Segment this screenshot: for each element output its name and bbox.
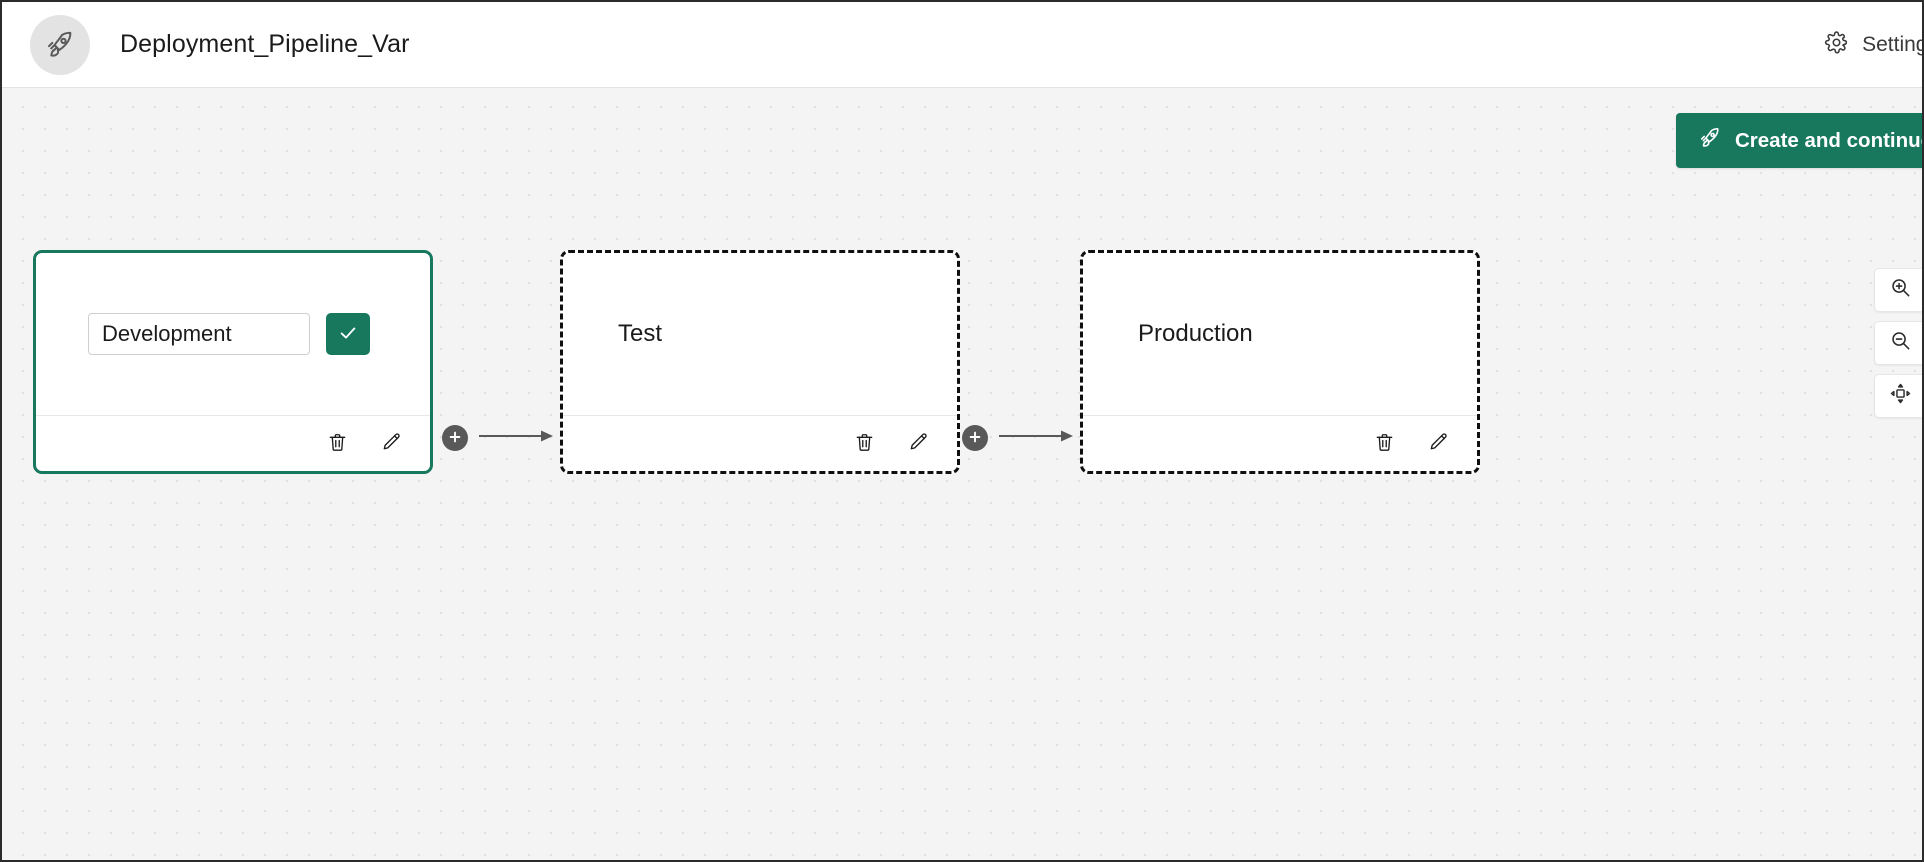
delete-stage-button[interactable] [1371, 431, 1397, 457]
pipeline-node-production[interactable]: Production [1080, 250, 1480, 474]
connector-test-to-production [962, 425, 1075, 451]
arrow-right-icon [999, 428, 1075, 449]
fit-to-screen-button[interactable] [1874, 374, 1922, 418]
create-and-continue-button[interactable]: Create and continue [1676, 113, 1922, 168]
plus-icon [448, 430, 462, 447]
rocket-icon [1698, 126, 1722, 156]
confirm-stage-name-button[interactable] [326, 313, 370, 355]
gear-icon [1824, 30, 1849, 60]
node-footer [36, 415, 430, 471]
stage-name-input[interactable] [88, 313, 310, 355]
node-body: Production [1083, 253, 1477, 415]
rocket-icon [30, 14, 90, 75]
edit-stage-button[interactable] [378, 431, 404, 457]
fit-to-screen-icon [1889, 382, 1912, 410]
app-header: Deployment_Pipeline_Var Settings [2, 2, 1922, 88]
create-and-continue-label: Create and continue [1735, 128, 1922, 152]
connector-dev-to-test [442, 425, 555, 451]
pipeline-canvas[interactable]: Create and continue [2, 88, 1922, 860]
trash-icon [853, 431, 876, 457]
pencil-icon [1427, 431, 1450, 457]
settings-label: Settings [1862, 32, 1922, 56]
trash-icon [326, 431, 349, 457]
delete-stage-button[interactable] [324, 431, 350, 457]
pipeline-node-test[interactable]: Test [560, 250, 960, 474]
node-title: Test [618, 320, 663, 347]
pencil-icon [380, 431, 403, 457]
zoom-out-button[interactable] [1874, 321, 1922, 365]
add-stage-button[interactable] [962, 425, 988, 451]
node-footer [1083, 415, 1477, 471]
trash-icon [1373, 431, 1396, 457]
settings-button[interactable]: Settings [1824, 30, 1922, 60]
node-body: Test [563, 253, 957, 415]
node-body [36, 253, 430, 415]
pencil-icon [907, 431, 930, 457]
add-stage-button[interactable] [442, 425, 468, 451]
pipeline-node-development[interactable] [33, 250, 433, 474]
delete-stage-button[interactable] [851, 431, 877, 457]
edit-stage-button[interactable] [1425, 431, 1451, 457]
node-title: Production [1138, 320, 1253, 347]
node-footer [563, 415, 957, 471]
zoom-in-button[interactable] [1874, 268, 1922, 312]
edit-stage-button[interactable] [905, 431, 931, 457]
check-icon [337, 322, 359, 347]
zoom-out-icon [1889, 329, 1912, 357]
plus-icon [968, 430, 982, 447]
zoom-controls [1874, 268, 1922, 418]
arrow-right-icon [479, 428, 555, 449]
zoom-in-icon [1889, 276, 1912, 304]
page-title: Deployment_Pipeline_Var [120, 30, 410, 58]
